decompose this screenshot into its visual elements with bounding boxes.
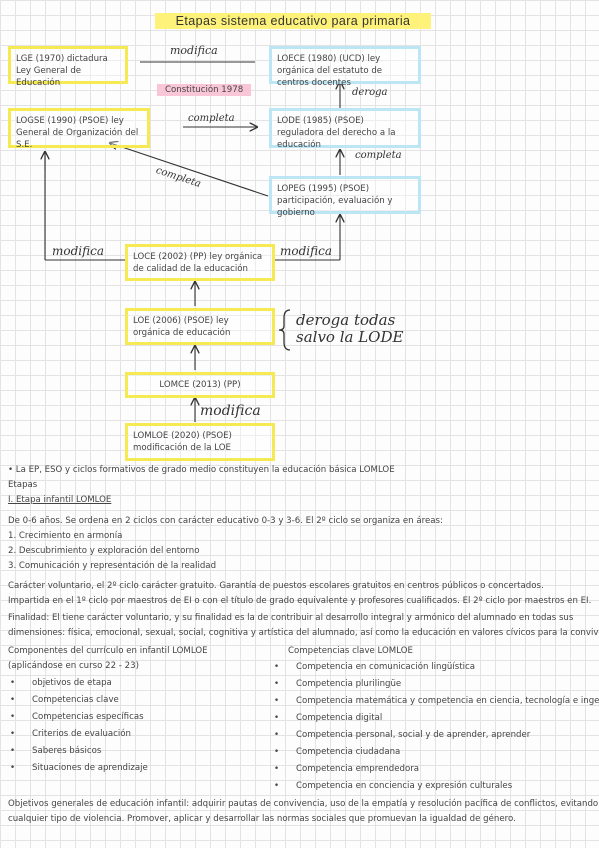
intro-line: • La EP, ESO y ciclos formativos de grad… xyxy=(8,465,395,475)
competencia-item: Competencia plurilingüe xyxy=(274,678,401,690)
page-title: Etapas sistema educativo para primaria xyxy=(155,13,431,29)
area-item: 3. Comunicación y representación de la r… xyxy=(8,561,217,571)
box-lomce: LOMCE (2013) (PP) xyxy=(125,372,275,398)
paragraph-line: Impartida en el 1º ciclo por maestros de… xyxy=(8,596,592,606)
competencia-item: Competencia en comunicación lingüística xyxy=(274,661,475,673)
objetivos-line: Objetivos generales de educación infanti… xyxy=(8,799,599,809)
curriculo-item: Competencias clave xyxy=(10,694,119,706)
label-modifica-top: modifica xyxy=(170,44,218,57)
area-item: 1. Crecimiento en armonía xyxy=(8,531,123,541)
box-lopeg: LOPEG (1995) (PSOE) participación, evalu… xyxy=(269,176,421,218)
competencia-item: Competencia personal, social y de aprend… xyxy=(274,729,530,741)
curriculo-item: Criterios de evaluación xyxy=(10,728,131,740)
curriculo-subtitle: (aplicándose en curso 22 - 23) xyxy=(8,661,139,671)
paragraph-line: dimensiones: física, emocional, sexual, … xyxy=(8,628,599,638)
paragraph-line: Finalidad: El tiene carácter voluntario,… xyxy=(8,613,574,623)
infantil-heading: I. Etapa infantil LOMLOE xyxy=(8,495,112,505)
label-completa-right: completa xyxy=(355,150,402,161)
label-salvo-lode: salvo la LODE xyxy=(296,328,404,346)
label-deroga: deroga xyxy=(352,87,388,98)
competencia-item: Competencia matemática y competencia en … xyxy=(274,695,599,707)
curriculo-item: Situaciones de aprendizaje xyxy=(10,762,148,774)
area-item: 2. Descubrimiento y exploración del ento… xyxy=(8,546,200,556)
competencia-item: Competencia en conciencia y expresión cu… xyxy=(274,780,512,792)
box-lomloe: LOMLOE (2020) (PSOE) modificación de la … xyxy=(125,423,275,461)
competencia-item: Competencia emprendedora xyxy=(274,763,419,775)
box-loe: LOE (2006) (PSOE) ley orgánica de educac… xyxy=(125,308,275,345)
label-constitucion: Constitución 1978 xyxy=(157,84,252,96)
curriculo-title: Componentes del currículo en infantil LO… xyxy=(8,646,208,656)
label-modifica-right: modifica xyxy=(280,244,333,258)
etapas-heading: Etapas xyxy=(8,480,38,490)
curriculo-item: Saberes básicos xyxy=(10,745,101,757)
infantil-desc: De 0-6 años. Se ordena en 2 ciclos con c… xyxy=(8,516,443,526)
label-modifica-left: modifica xyxy=(52,244,105,258)
label-deroga-todas: deroga todas xyxy=(296,311,396,329)
box-loece: LOECE (1980) (UCD) ley orgánica del esta… xyxy=(269,46,421,88)
box-lge: LGE (1970) dictadura Ley General de Educ… xyxy=(8,46,128,88)
label-modifica-bottom: modifica xyxy=(200,403,261,419)
competencias-title: Competencias clave LOMLOE xyxy=(288,646,413,656)
competencia-item: Competencia ciudadana xyxy=(274,746,400,758)
curriculo-item: Competencias específicas xyxy=(10,711,143,723)
paragraph-line: Carácter voluntario, el 2º ciclo carácte… xyxy=(8,581,544,591)
competencia-item: Competencia digital xyxy=(274,712,382,724)
box-loce: LOCE (2002) (PP) ley orgánica de calidad… xyxy=(125,244,275,281)
box-lode: LODE (1985) (PSOE) reguladora del derech… xyxy=(269,108,421,150)
box-logse: LOGSE (1990) (PSOE) ley General de Organ… xyxy=(8,108,150,150)
curriculo-item: objetivos de etapa xyxy=(10,677,112,689)
label-completa-mid: completa xyxy=(188,113,235,124)
objetivos-line: cualquier tipo de violencia. Promover, a… xyxy=(8,814,516,824)
